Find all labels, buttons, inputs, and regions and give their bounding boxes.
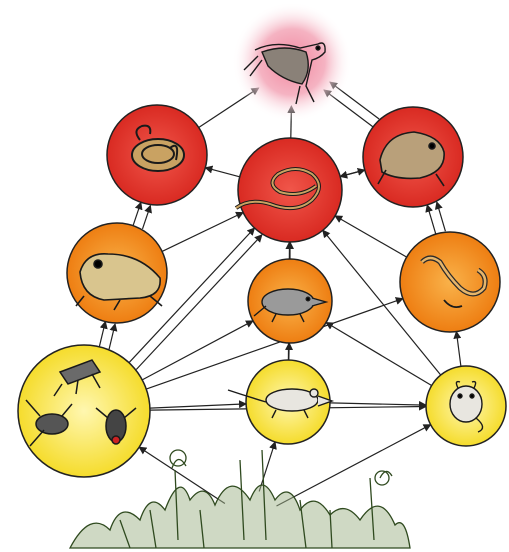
arrow-lizard-to-toad [437, 202, 446, 231]
arrow-insects-to-frog [109, 324, 115, 349]
arrow-vole-to-shrew [326, 323, 432, 386]
vole-node[interactable] [426, 366, 506, 446]
arrow-mouse-to-vole [330, 403, 426, 405]
arrow-frog-to-snake-coiled [143, 206, 151, 229]
arrow-lizard-to-toad [427, 205, 436, 234]
arrow-frog-to-snake-coiled [133, 202, 141, 225]
arrow-lizard-to-snake [335, 216, 407, 257]
toad-node[interactable] [363, 107, 463, 207]
arrow-snake-to-snake-coiled [205, 168, 239, 177]
arrow-frog-to-snake [162, 213, 243, 252]
hawk-node[interactable] [232, 2, 352, 122]
lizard-node[interactable] [400, 232, 500, 332]
coiled-snake-node[interactable] [107, 105, 207, 205]
shrew-node[interactable] [248, 259, 332, 343]
arrow-plants-to-mouse [259, 442, 275, 491]
arrow-insects-to-mouse [150, 404, 246, 408]
arrow-snake-to-toad [340, 170, 365, 177]
arrow-insects-to-frog [99, 322, 105, 347]
mouse-node[interactable] [228, 360, 332, 444]
insects-node[interactable] [18, 345, 150, 477]
frog-node[interactable] [67, 223, 167, 323]
arrow-vole-to-lizard [456, 332, 461, 367]
snake-node[interactable] [236, 138, 342, 242]
